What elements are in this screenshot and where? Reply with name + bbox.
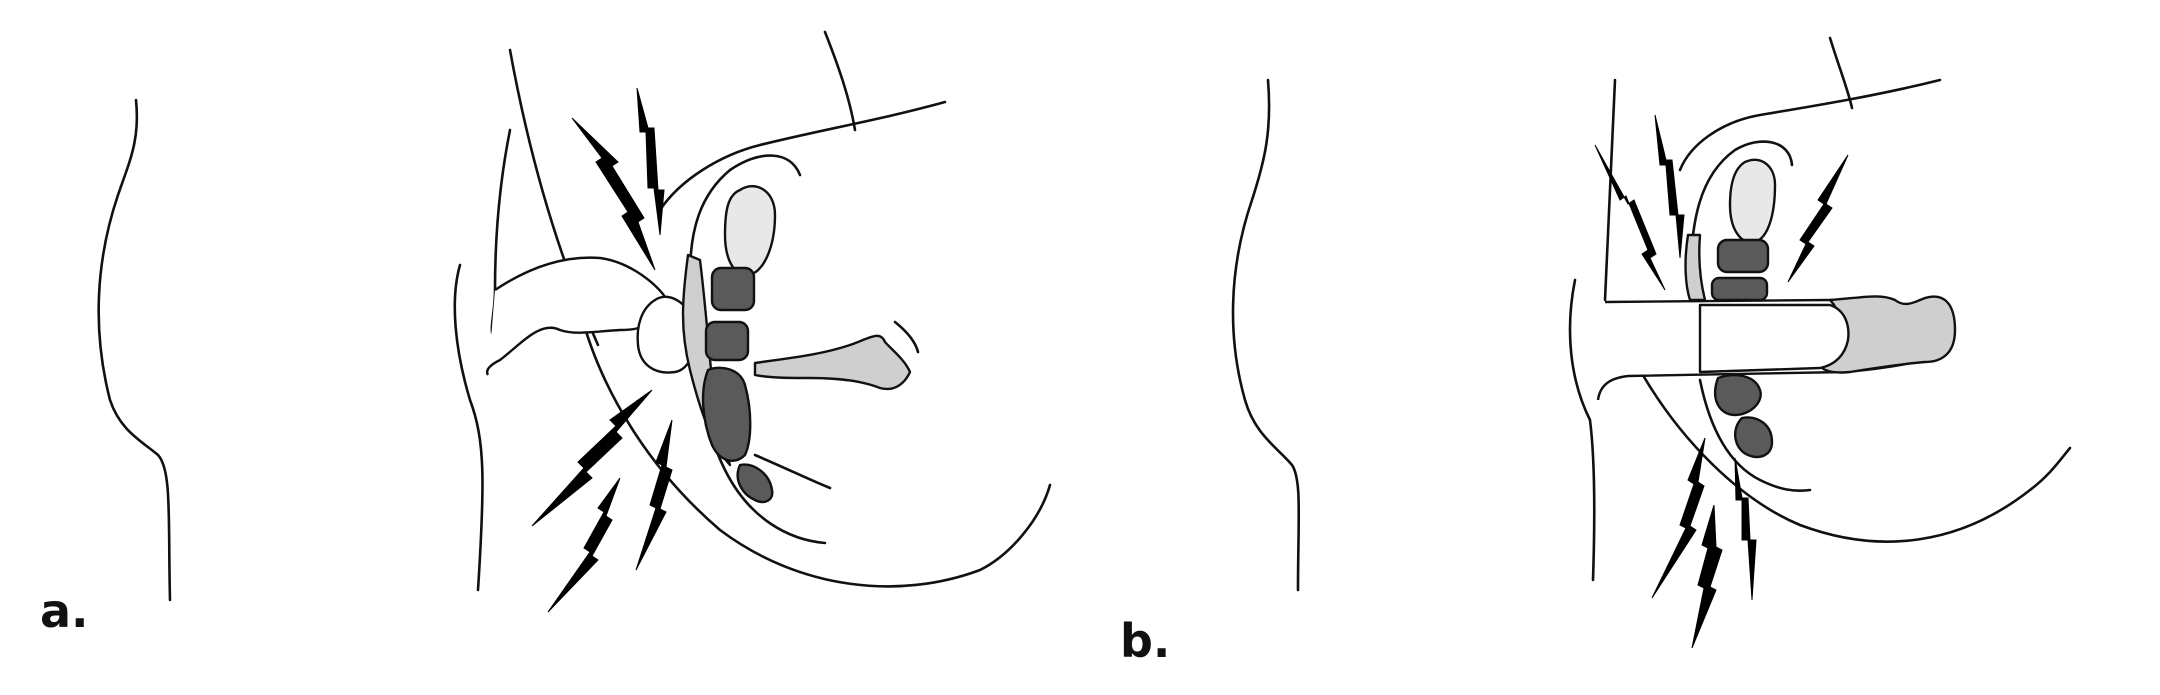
pain-lightning-bolt-icon: [635, 419, 673, 571]
panel-b-glans: [1698, 303, 1850, 374]
panel-b-label: b.: [1120, 614, 1171, 668]
panel-a-back-silhouette: [97, 98, 172, 602]
panel-a-belly-curve: [658, 100, 947, 212]
panel-b-organ-block-4: [1734, 416, 1774, 459]
panel-b-left-leg: [1603, 78, 1617, 302]
panel-b-left-leg-back: [1568, 278, 1596, 582]
pain-lightning-bolt-icon: [571, 117, 656, 271]
panel-b-organ-block-2: [1710, 276, 1769, 302]
panel-b-inner-wall: [1698, 378, 1812, 492]
panel-a-canal: [753, 334, 912, 391]
panel-a-thigh-line-lower: [823, 30, 857, 132]
panel-b-belly-curve: [1678, 78, 1942, 172]
panel-a-bladder: [723, 185, 777, 277]
pain-lightning-bolt-icon: [547, 477, 621, 613]
panel-b-organ-block-3: [1713, 374, 1762, 417]
panel-b-back-silhouette: [1231, 78, 1301, 592]
panel-a-organ-block-1: [710, 266, 756, 312]
panel-b-pain-bolts: [1594, 114, 1849, 649]
panel-b-organ-block-1: [1716, 238, 1770, 274]
panel-b-illustration: [1231, 36, 2072, 649]
panel-b-bladder: [1728, 158, 1777, 244]
panel-b-thigh-line-upper: [1828, 36, 1854, 110]
pain-lightning-bolt-icon: [1787, 154, 1849, 283]
panel-a-label: a.: [40, 584, 89, 638]
pain-lightning-bolt-icon: [1734, 457, 1757, 601]
panel-a-left-leg-back: [453, 263, 484, 592]
panel-a-organ-wall-lower: [753, 453, 832, 490]
pain-lightning-bolt-icon: [1594, 144, 1666, 291]
panel-a-organ-block-2: [704, 320, 750, 362]
pain-lightning-bolt-icon: [1651, 437, 1706, 599]
panel-a-pain-bolts: [531, 87, 673, 613]
panel-b-lower-body-curve: [1638, 368, 2072, 543]
pain-lightning-bolt-icon: [1654, 114, 1685, 259]
panel-a-illustration: [97, 30, 1052, 613]
pain-lightning-bolt-icon: [1691, 504, 1723, 649]
panel-b-tissue-column: [1684, 233, 1707, 302]
panel-a-canal-tip-curve: [893, 320, 920, 354]
pain-lightning-bolt-icon: [636, 87, 665, 236]
panel-a-organ-block-4: [736, 463, 774, 504]
pain-lightning-bolt-icon: [531, 389, 653, 527]
panel-a-phallus: [486, 256, 672, 376]
panel-a-organ-block-3: [701, 366, 752, 462]
panel-a-pelvic-cavity: [688, 154, 802, 277]
